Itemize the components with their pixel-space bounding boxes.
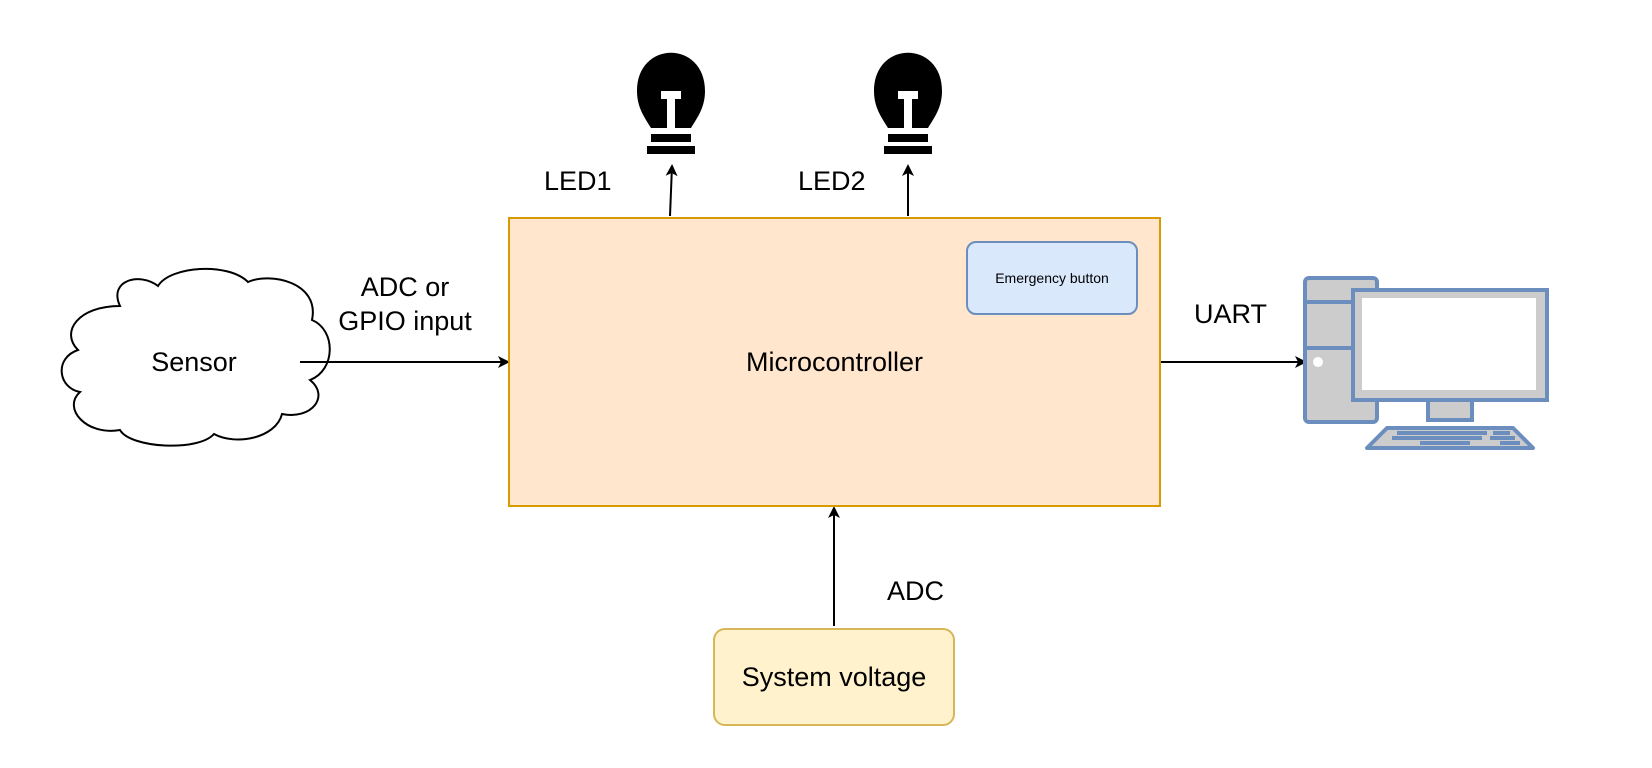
microcontroller-label: Microcontroller [745,346,924,377]
sensor-cloud-shape[interactable] [60,267,331,447]
edge-label-gpio-input: GPIO input [338,306,472,336]
system-voltage-block[interactable]: System voltage [713,628,955,726]
emergency-button-label: Emergency button [995,270,1109,286]
desktop-computer-icon[interactable] [1303,276,1549,450]
lightbulb-icon[interactable] [637,52,705,154]
system-voltage-label: System voltage [741,661,927,692]
led2-label: LED2 [798,166,866,196]
edge-label-uart: UART [1194,299,1268,329]
microcontroller-block[interactable]: Microcontroller [508,217,1161,507]
edge-label-adc: ADC [887,576,945,606]
edge-label-adc-or: ADC or [360,272,450,302]
emergency-button[interactable]: Emergency button [966,241,1138,315]
sensor-label: Sensor [151,347,237,377]
edge-microcontroller-to-led1[interactable] [665,164,678,217]
edge-label-adc-gpio: ADC or GPIO input [330,270,480,338]
led1-label: LED1 [544,166,612,196]
lightbulb-icon[interactable] [874,52,942,154]
